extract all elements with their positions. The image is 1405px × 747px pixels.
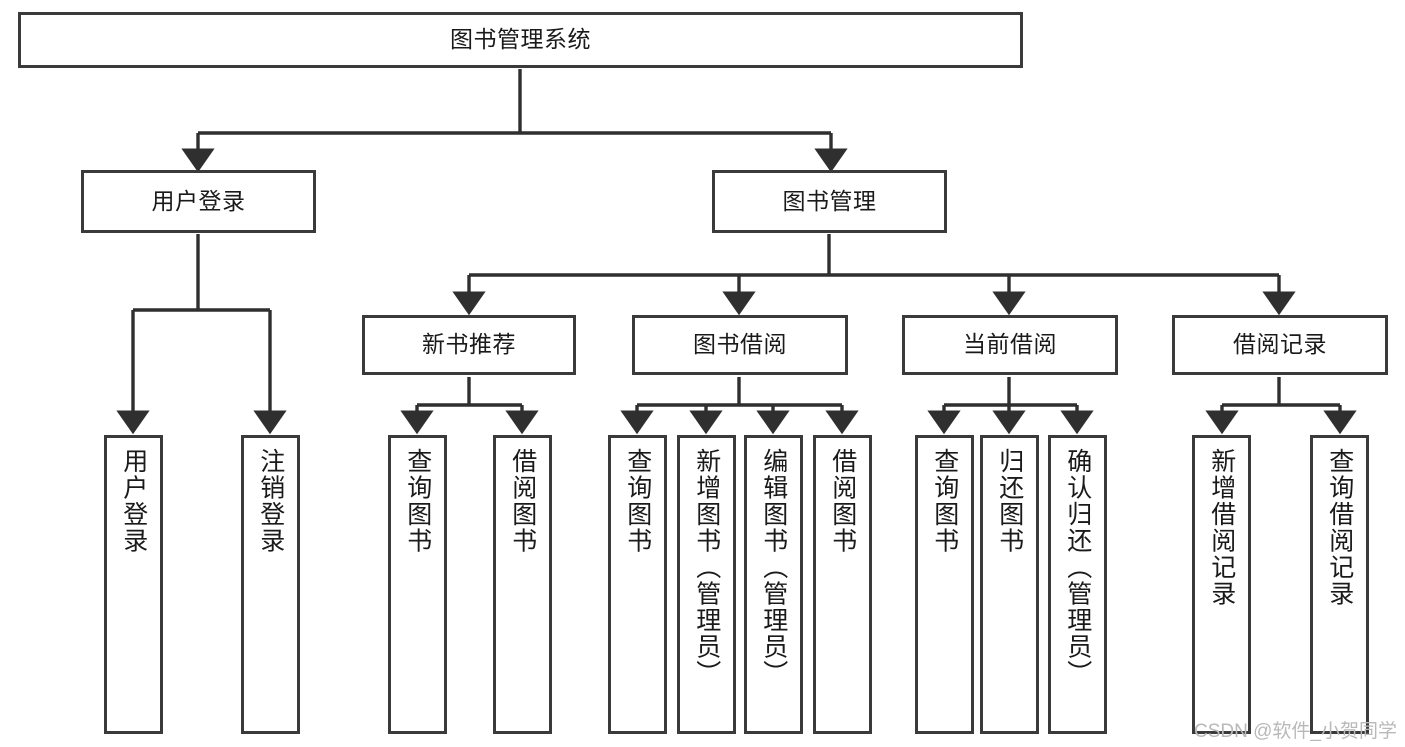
node-new-book-recommend[interactable]: 新书推荐	[362, 315, 576, 375]
leaf-current-query-book[interactable]: 查询图书	[915, 435, 974, 734]
node-label: 新书推荐	[422, 331, 516, 358]
node-label: 新增图书（管理员）	[692, 448, 721, 687]
leaf-record-query-record[interactable]: 查询借阅记录	[1310, 435, 1369, 734]
node-book-management[interactable]: 图书管理	[712, 170, 947, 233]
node-root-system[interactable]: 图书管理系统	[18, 12, 1023, 68]
leaf-borrow-edit-book-admin[interactable]: 编辑图书（管理员）	[744, 435, 803, 734]
node-label: 当前借阅	[963, 331, 1057, 358]
node-label: 图书管理系统	[450, 26, 591, 53]
node-label: 借阅图书	[828, 448, 857, 554]
node-label: 编辑图书（管理员）	[759, 448, 788, 687]
leaf-borrow-add-book-admin[interactable]: 新增图书（管理员）	[677, 435, 736, 734]
node-label: 借阅图书	[508, 448, 537, 554]
leaf-recommend-borrow-book[interactable]: 借阅图书	[493, 435, 552, 734]
leaf-current-return-book[interactable]: 归还图书	[980, 435, 1039, 734]
leaf-current-confirm-return-admin[interactable]: 确认归还（管理员）	[1048, 435, 1107, 734]
leaf-recommend-query-book[interactable]: 查询图书	[388, 435, 447, 734]
node-user-login[interactable]: 用户登录	[81, 170, 316, 233]
node-label: 查询图书	[403, 448, 432, 554]
node-label: 用户登录	[151, 187, 246, 214]
node-label: 查询借阅记录	[1325, 448, 1354, 607]
node-book-borrow[interactable]: 图书借阅	[632, 315, 848, 375]
watermark-text: CSDN @软件_小贺同学	[1194, 721, 1397, 742]
node-label: 借阅记录	[1233, 331, 1327, 358]
leaf-user-login[interactable]: 用户登录	[104, 435, 163, 734]
node-current-borrow[interactable]: 当前借阅	[902, 315, 1118, 375]
leaf-logout[interactable]: 注销登录	[241, 435, 300, 734]
leaf-borrow-query-book[interactable]: 查询图书	[608, 435, 667, 734]
node-label: 用户登录	[119, 448, 148, 554]
node-label: 图书管理	[782, 187, 877, 214]
node-label: 确认归还（管理员）	[1063, 448, 1092, 687]
leaf-record-add-record[interactable]: 新增借阅记录	[1192, 435, 1251, 734]
node-label: 查询图书	[623, 448, 652, 554]
node-label: 查询图书	[930, 448, 959, 554]
node-label: 图书借阅	[693, 331, 787, 358]
node-borrow-record[interactable]: 借阅记录	[1172, 315, 1388, 375]
leaf-borrow-borrow-book[interactable]: 借阅图书	[813, 435, 872, 734]
node-label: 新增借阅记录	[1207, 448, 1236, 607]
node-label: 注销登录	[256, 448, 285, 554]
node-label: 归还图书	[995, 448, 1024, 554]
